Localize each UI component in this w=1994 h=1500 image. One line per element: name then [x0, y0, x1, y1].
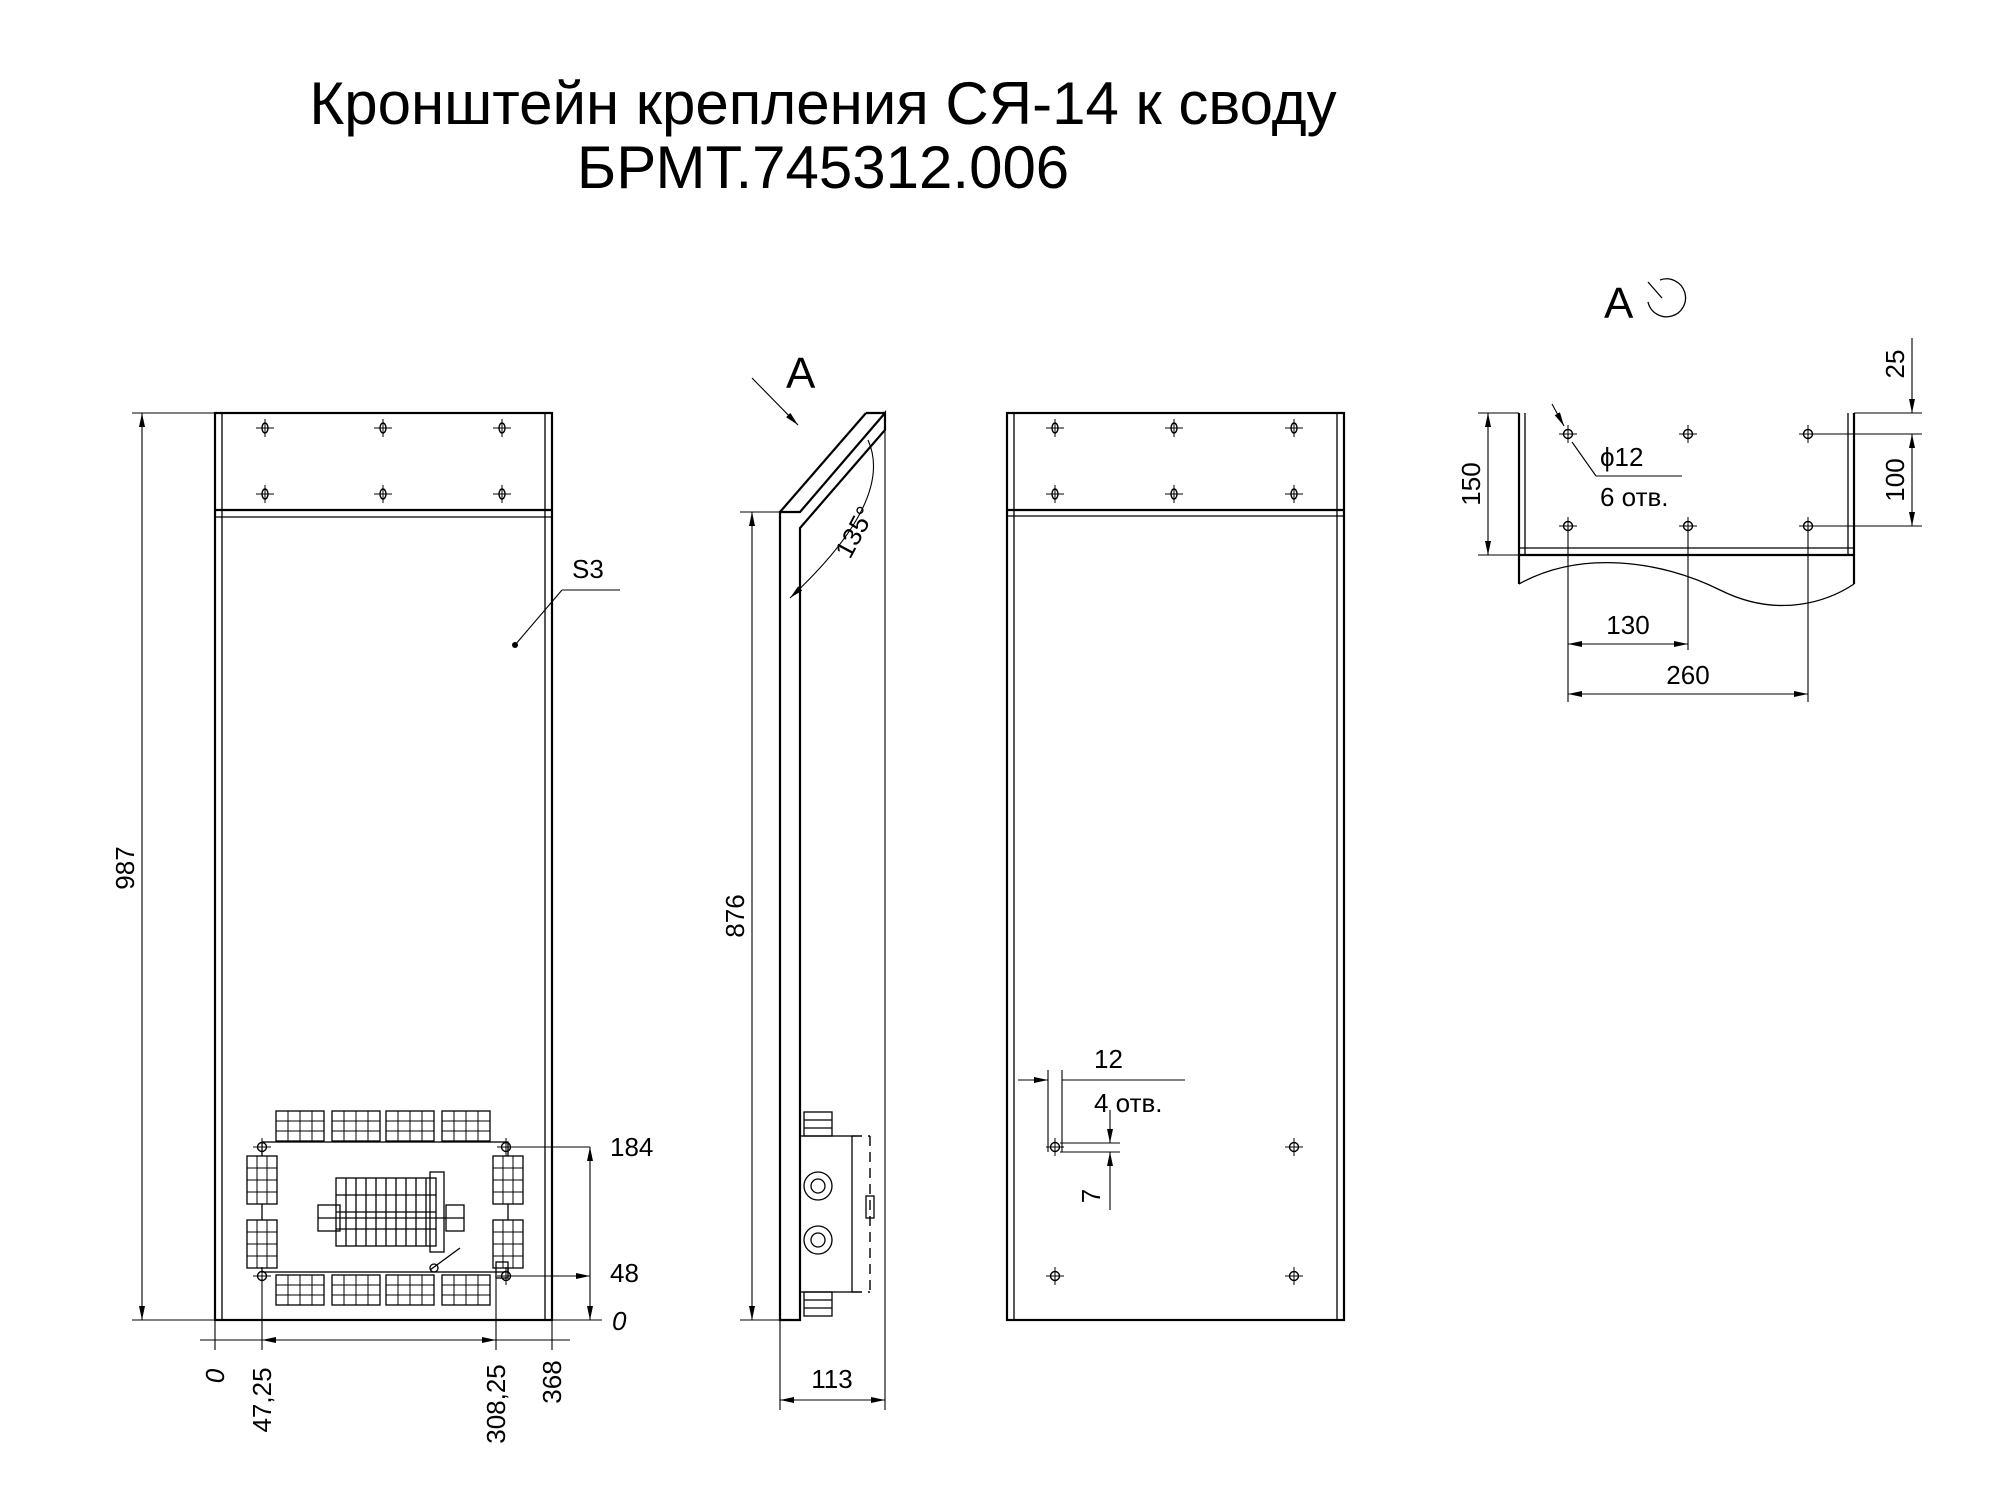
- detail-dim-100: 100: [1880, 458, 1910, 501]
- detail-dim-25: 25: [1880, 350, 1910, 379]
- dim-side-depth: 113: [811, 1364, 852, 1394]
- front-view: S3: [110, 411, 653, 1444]
- junction-box: [246, 1110, 524, 1306]
- detail-dim-150: 150: [1456, 462, 1486, 505]
- detail-hole-dia: ϕ12: [1600, 442, 1643, 472]
- side-view: А 135° 876 113: [720, 349, 887, 1410]
- drawing-title: Кронштейн крепления СЯ-14 к своду: [309, 70, 1336, 137]
- dim-zero-bottom: 0: [200, 1368, 230, 1383]
- dim-side-height: 876: [720, 894, 750, 937]
- back-offset-dim: 7: [1076, 1189, 1106, 1203]
- dim-front-height: 987: [110, 846, 140, 889]
- dim-box-lower: 48: [610, 1258, 639, 1288]
- back-hole-count: 4 отв.: [1094, 1088, 1163, 1118]
- view-a-label: А: [786, 349, 816, 398]
- detail-hole-count: 6 отв.: [1600, 482, 1669, 512]
- dim-front-width: 368: [537, 1360, 567, 1403]
- detail-view-label: А: [1604, 279, 1634, 328]
- back-view: 12 4 отв. 7: [1005, 411, 1346, 1322]
- drawing-number: БРМТ.745312.006: [577, 134, 1069, 201]
- detail-dim-260: 260: [1666, 660, 1709, 690]
- thickness-label: S3: [572, 554, 604, 584]
- dim-left-hole: 47,25: [247, 1367, 277, 1432]
- detail-dim-130: 130: [1606, 610, 1649, 640]
- detail-view: А ϕ12 6 отв. 150 25 100: [1456, 278, 1922, 702]
- dim-angle: 135°: [829, 501, 881, 563]
- dim-box-upper: 184: [610, 1132, 653, 1162]
- back-hole-dia: 12: [1094, 1044, 1123, 1074]
- dim-right-hole: 308,25: [481, 1364, 511, 1444]
- dim-zero-right: 0: [612, 1306, 627, 1336]
